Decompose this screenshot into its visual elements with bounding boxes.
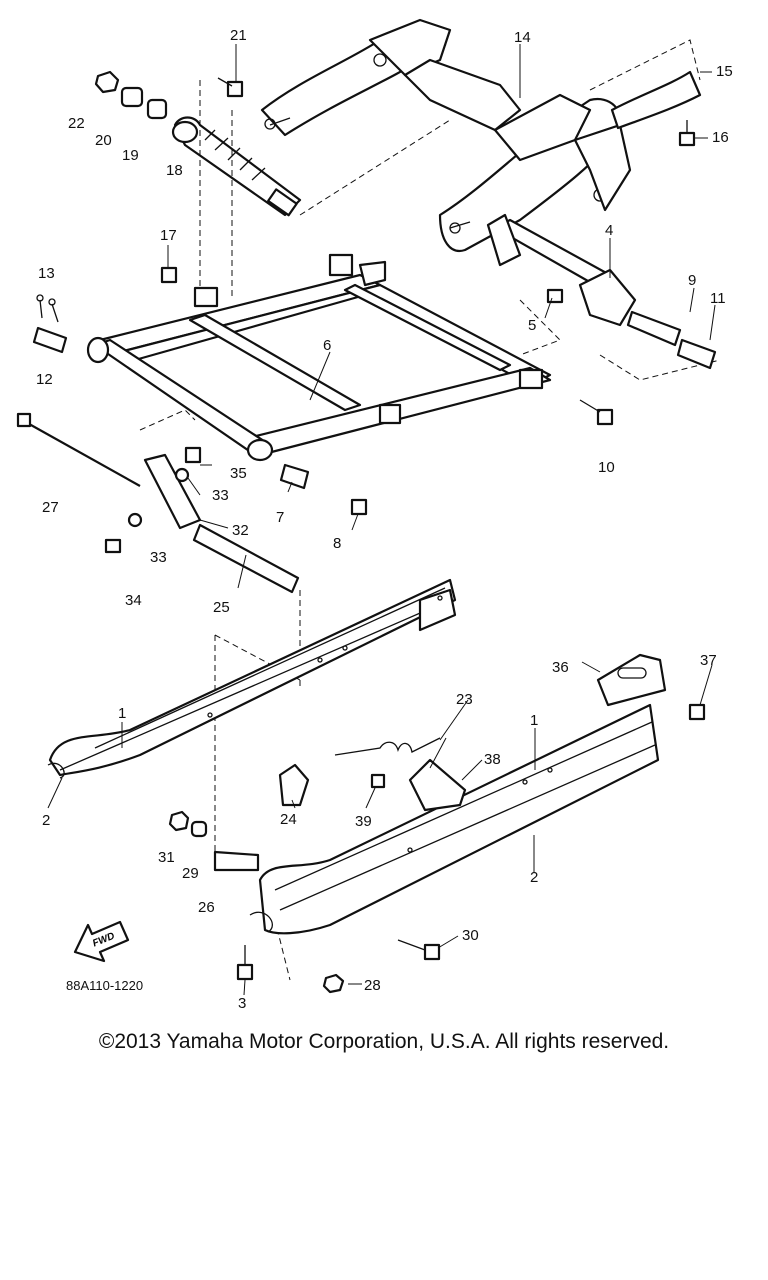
callout-36: 36 — [552, 659, 569, 676]
callout-13: 13 — [38, 265, 55, 282]
left-ski-runner-part-1 — [47, 578, 457, 779]
callout-21: 21 — [230, 27, 247, 44]
callout-26: 26 — [198, 899, 215, 916]
bolt-part-34 — [104, 538, 122, 554]
shock-absorber-part-18 — [171, 116, 302, 217]
collar-part-7 — [279, 463, 310, 490]
nut-part-31 — [168, 810, 190, 832]
callout-1b: 1 — [530, 712, 538, 729]
bolt-part-21 — [217, 77, 244, 98]
leader-lines — [47, 44, 716, 996]
shaft-part-25 — [192, 523, 300, 594]
callout-6: 6 — [323, 337, 331, 354]
callout-22: 22 — [68, 115, 85, 132]
drawing-code: 88A110-1220 — [66, 978, 143, 993]
callout-20: 20 — [95, 132, 112, 149]
parts-diagram: FWD 88A110-1220 21 — [16, 18, 733, 1010]
collar-part-20 — [120, 86, 144, 108]
shaft-part-4 — [486, 213, 637, 327]
callout-37: 37 — [700, 652, 717, 669]
bolt-part-16 — [678, 120, 696, 147]
collar-part-11 — [676, 338, 717, 370]
callout-9: 9 — [688, 272, 696, 289]
callout-labels: 21 14 15 16 22 20 19 18 17 4 13 9 11 5 6… — [36, 27, 733, 1010]
callout-3: 3 — [238, 995, 246, 1010]
bolt-part-37 — [688, 703, 706, 721]
bolt-part-3 — [236, 945, 254, 981]
nut-part-22 — [94, 70, 120, 94]
nut-part-28 — [322, 973, 345, 994]
callout-19: 19 — [122, 147, 139, 164]
arm-part-38 — [408, 758, 467, 812]
bolt-part-27 — [16, 412, 141, 487]
collar-part-29 — [190, 820, 208, 838]
main-frame-part-6 — [86, 253, 552, 462]
callout-1a: 1 — [118, 705, 126, 722]
pivot-arm-assembly — [260, 18, 632, 253]
callout-30: 30 — [462, 927, 479, 944]
copyright-notice: ©2013 Yamaha Motor Corporation, U.S.A. A… — [98, 1030, 670, 1053]
callout-24: 24 — [280, 811, 297, 828]
callout-12: 12 — [36, 371, 53, 388]
callout-5: 5 — [528, 317, 536, 334]
right-ski-runner-part-1 — [249, 703, 660, 935]
bushing-part-19 — [146, 98, 168, 120]
bolt-part-10 — [579, 399, 614, 426]
callout-34: 34 — [125, 592, 142, 609]
link-part-32 — [143, 453, 202, 530]
pin-part-12 — [32, 326, 68, 354]
callout-32: 32 — [232, 522, 249, 539]
bolt-part-8 — [350, 498, 368, 516]
collar-part-35 — [184, 446, 202, 464]
callout-33b: 33 — [150, 549, 167, 566]
callout-25: 25 — [213, 599, 230, 616]
callout-2a: 2 — [42, 812, 50, 829]
callout-4: 4 — [605, 222, 613, 239]
bolt-part-30 — [397, 939, 441, 961]
callout-29: 29 — [182, 865, 199, 882]
callout-27: 27 — [42, 499, 59, 516]
clip-part-13 — [36, 294, 59, 323]
callout-18: 18 — [166, 162, 183, 179]
callout-16: 16 — [712, 129, 729, 146]
forward-arrow-icon: FWD — [73, 920, 130, 963]
callout-33a: 33 — [212, 487, 229, 504]
plate-part-36 — [596, 653, 667, 707]
callout-31: 31 — [158, 849, 175, 866]
callout-28: 28 — [364, 977, 381, 994]
callout-15: 15 — [716, 63, 733, 80]
callout-17: 17 — [160, 227, 177, 244]
callout-23: 23 — [456, 691, 473, 708]
bolt-part-39 — [370, 773, 386, 789]
spring-part-23 — [334, 737, 441, 756]
callout-38: 38 — [484, 751, 501, 768]
callout-35: 35 — [230, 465, 247, 482]
bracket-part-15 — [610, 70, 702, 130]
callout-10: 10 — [598, 459, 615, 476]
washer-part-33b — [127, 512, 143, 528]
callout-11: 11 — [710, 290, 726, 307]
callout-7: 7 — [276, 509, 284, 526]
bolt-part-5 — [546, 288, 564, 304]
callout-39: 39 — [355, 813, 372, 830]
stopper-part-24 — [278, 763, 310, 807]
callout-2b: 2 — [530, 869, 538, 886]
bolt-part-17 — [160, 266, 178, 284]
collar-part-9 — [626, 310, 682, 347]
callout-14: 14 — [514, 29, 531, 46]
callout-8: 8 — [333, 535, 341, 552]
washer-part-33a — [174, 467, 190, 483]
bracket-part-26 — [213, 850, 260, 872]
